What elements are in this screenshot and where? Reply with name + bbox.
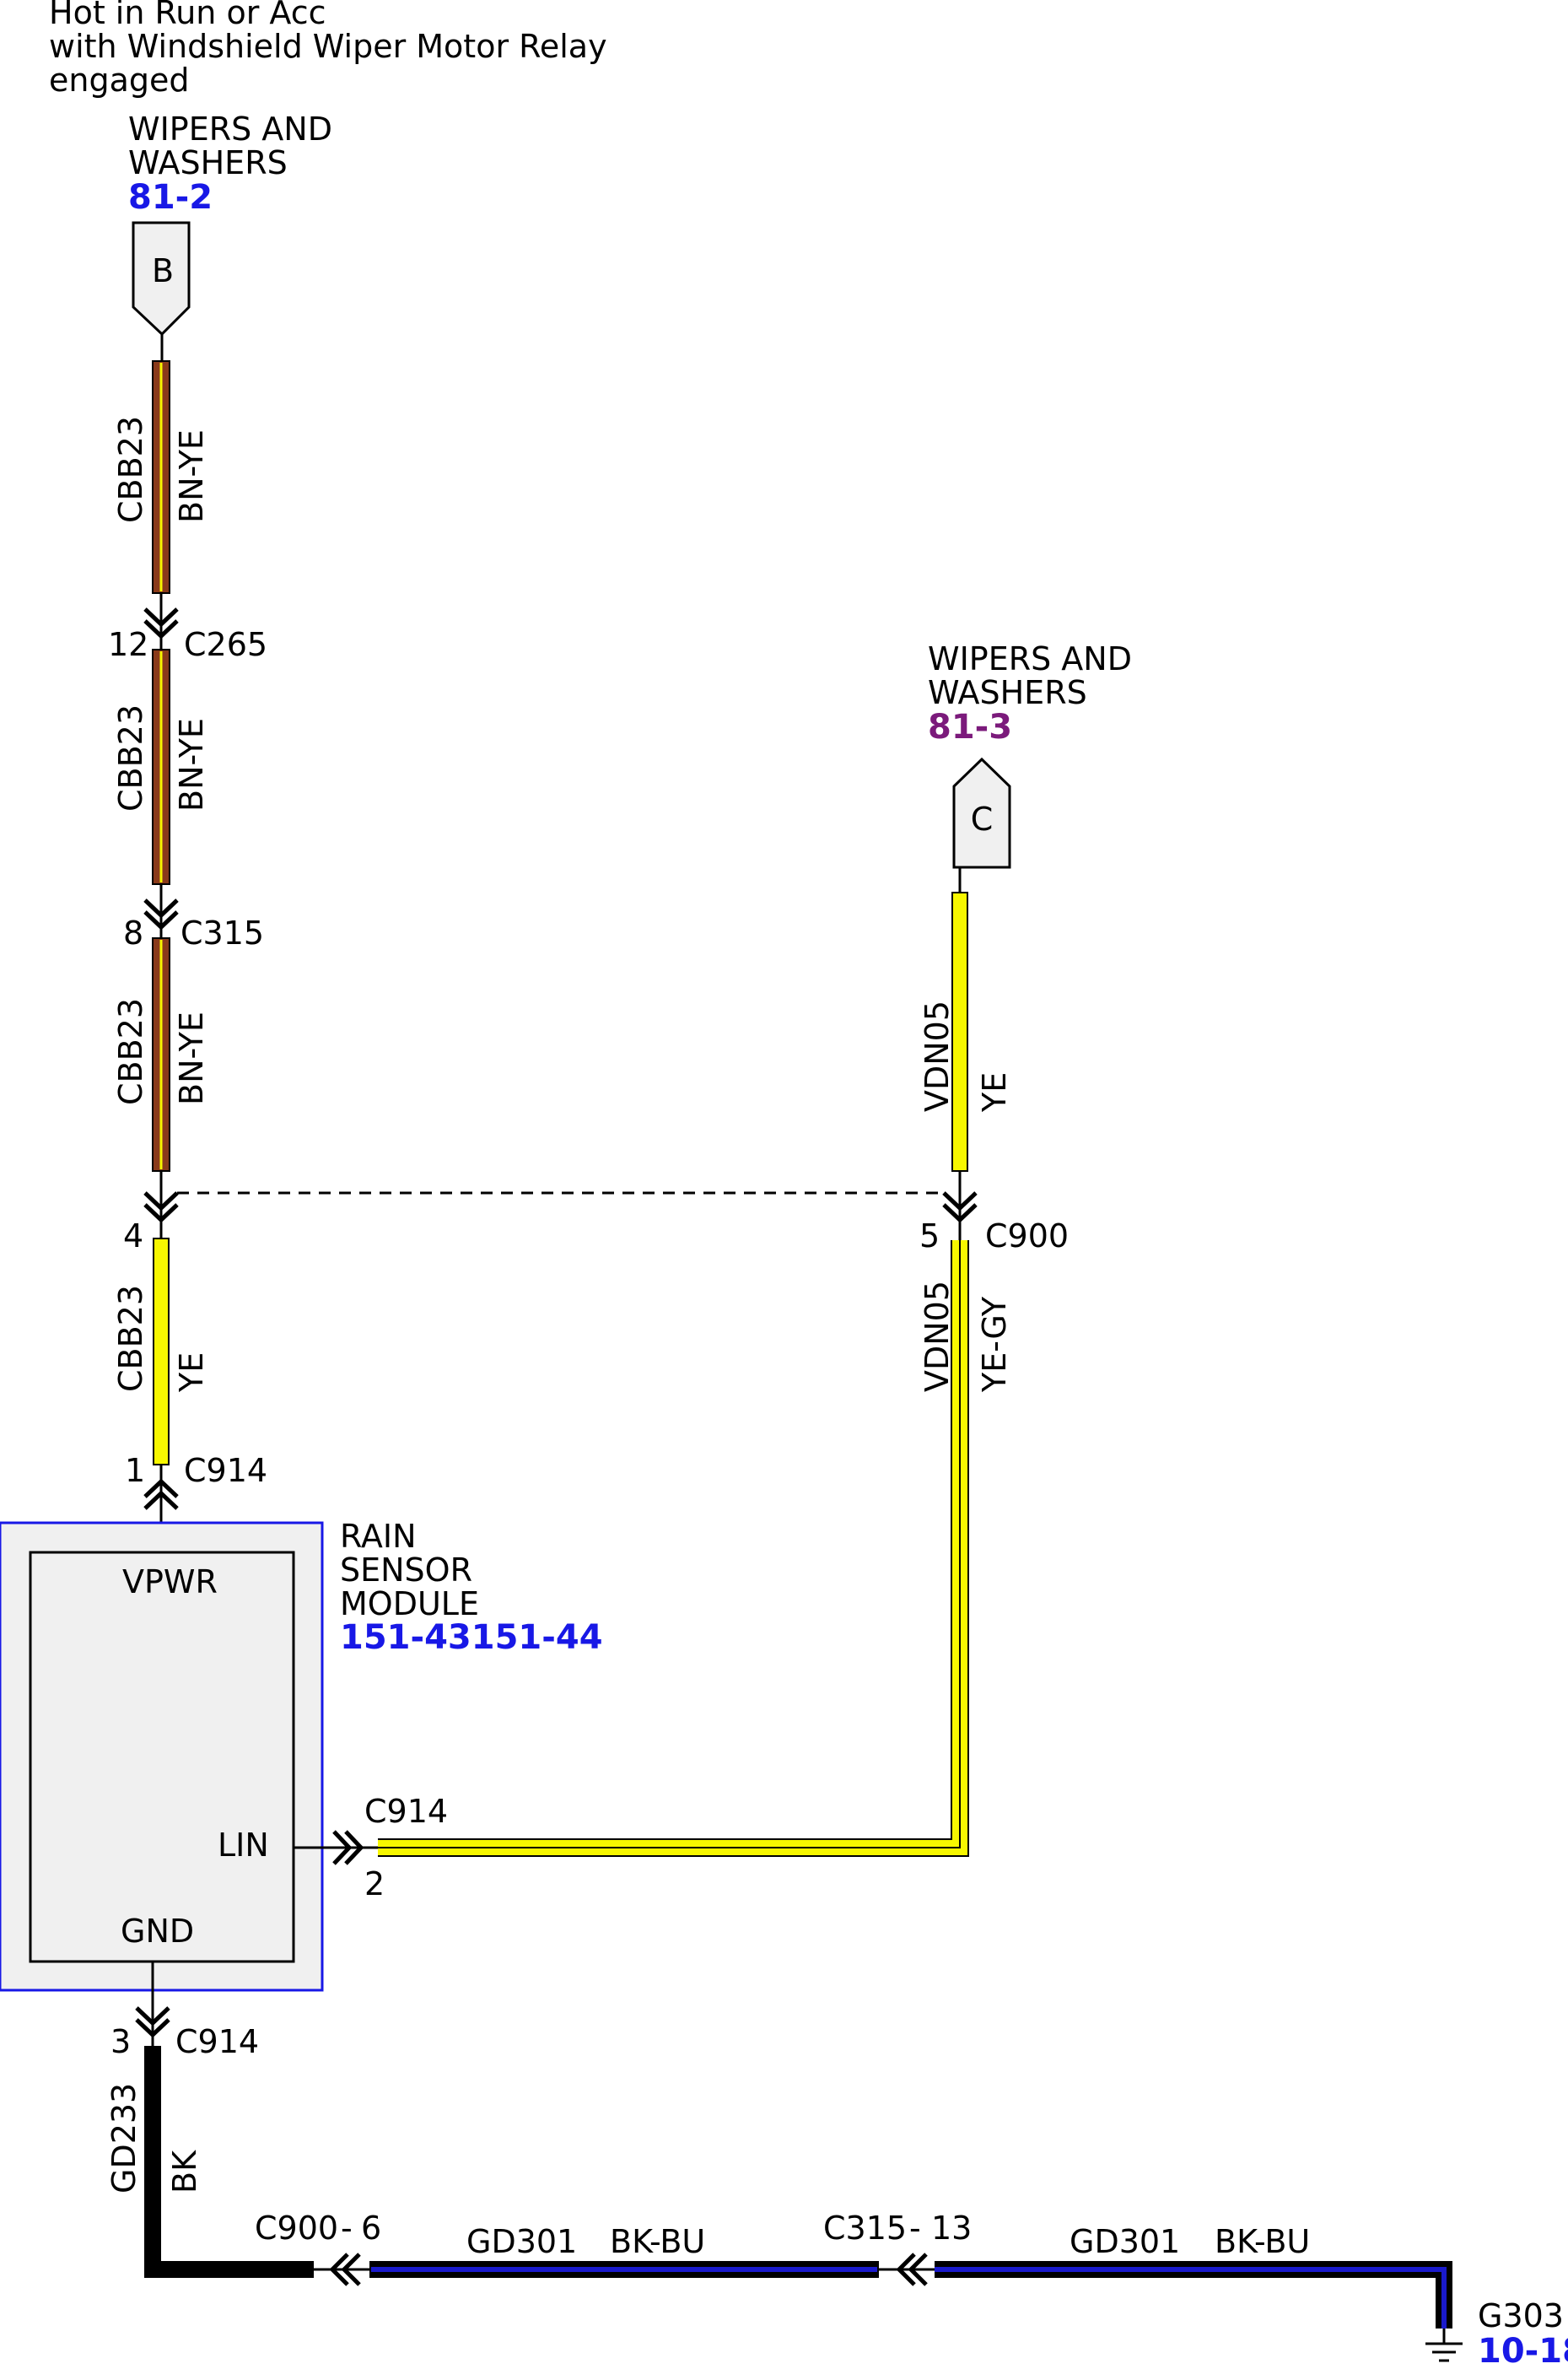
module-name-1: RAIN [340,1518,417,1555]
c265-pin: 12 [108,626,148,663]
c900-right-pin: 5 [919,1217,940,1255]
c900-left-pin: 4 [123,1217,143,1255]
c265-name[interactable]: C265 [184,626,267,663]
c914-pin1-connector-icon [143,1478,179,1510]
header-line-2: with Windshield Wiper Motor Relay [49,28,607,65]
ref-b-page-link[interactable]: 81-2 [128,178,213,217]
vdn05-2-color-label: YE-GY [976,1296,1013,1393]
c315-pin13-pin: 13 [931,2210,972,2247]
c914-pin1-pin: 1 [125,1452,145,1489]
wire4-circuit-label: CBB23 [112,1285,149,1392]
rain-sensor-module-body [29,1551,295,1963]
ground-icon [1425,2329,1463,2362]
ref-b-connector-shape [132,221,191,337]
ref-b-label-2: WASHERS [128,144,288,181]
c914-pin2-connector-icon [332,1830,364,1865]
wire-cbb23-seg4 [153,1238,170,1465]
wire1-circuit-label: CBB23 [112,416,149,523]
header-line-1: Hot in Run or Acc [49,0,326,31]
c265-connector-icon [143,607,179,639]
c900-right-connector-icon [942,1191,978,1223]
ref-c-connector-shape [952,757,1011,869]
header-line-3: engaged [49,62,190,99]
c900-pin6-name[interactable]: C900 [255,2210,338,2247]
wire-gd301-seg2 [935,2261,1452,2329]
ground-name: G303 [1478,2297,1564,2334]
ref-c-letter: C [971,801,994,838]
c315-pin: 8 [123,915,143,952]
module-pin-gnd: GND [121,1913,194,1950]
c914-pin3-connector-icon [135,2006,170,2038]
ref-c-label-1: WIPERS AND [928,640,1132,677]
wire1-color-label: BN-YE [173,429,210,523]
c900-left-connector-icon [143,1191,179,1223]
wire2-color-label: BN-YE [173,718,210,812]
gd301-1-color-label: BK-BU [610,2223,705,2260]
wire-gd233 [144,2046,314,2278]
ref-c-page-link[interactable]: 81-3 [928,708,1012,747]
c900-pin6-connector-icon [329,2253,361,2286]
gd301-2-color-label: BK-BU [1215,2223,1310,2260]
c914-pin3-pin: 3 [110,2023,131,2060]
wire-vdn05-seg2 [378,1240,967,1855]
wire2-circuit-label: CBB23 [112,704,149,812]
vdn05-1-color-label: YE [976,1072,1013,1113]
c900-pin6-pin: 6 [361,2210,381,2247]
c914-pin2-name[interactable]: C914 [364,1793,448,1830]
wire3-circuit-label: CBB23 [112,998,149,1105]
c900-right-name[interactable]: C900 [985,1217,1069,1255]
module-pin-lin: LIN [218,1827,269,1864]
vdn05-2-circuit-label: VDN05 [919,1281,956,1392]
c315-name[interactable]: C315 [181,915,264,952]
svg-text:-: - [909,2210,921,2247]
module-ref-link[interactable]: 151-43151-44 [340,1618,603,1657]
gd301-1-circuit-label: GD301 [466,2223,577,2260]
gd233-circuit-label: GD233 [105,2083,143,2194]
c914-pin1-name[interactable]: C914 [184,1452,267,1489]
ref-b-letter: B [152,252,174,289]
wire4-color-label: YE [173,1352,210,1393]
vdn05-1-circuit-label: VDN05 [919,1001,956,1112]
module-name-2: SENSOR [340,1551,472,1589]
c315-connector-icon [143,898,179,931]
svg-text:-: - [341,2210,353,2247]
ground-ref-link[interactable]: 10-18 [1478,2332,1568,2369]
c315-pin13-connector-icon [896,2253,928,2286]
gd233-color-label: BK [166,2150,203,2194]
module-pin-vpwr: VPWR [122,1563,218,1600]
wire3-color-label: BN-YE [173,1012,210,1105]
ref-b-label-1: WIPERS AND [128,111,332,148]
gd301-2-circuit-label: GD301 [1070,2223,1180,2260]
module-name-3: MODULE [340,1585,479,1622]
c914-pin3-name[interactable]: C914 [175,2023,259,2060]
c914-pin2-pin: 2 [364,1865,385,1902]
ref-c-label-2: WASHERS [928,674,1087,711]
c315-pin13-name[interactable]: C315 [823,2210,907,2247]
wire-vdn05-seg2-outline [378,1240,969,1857]
